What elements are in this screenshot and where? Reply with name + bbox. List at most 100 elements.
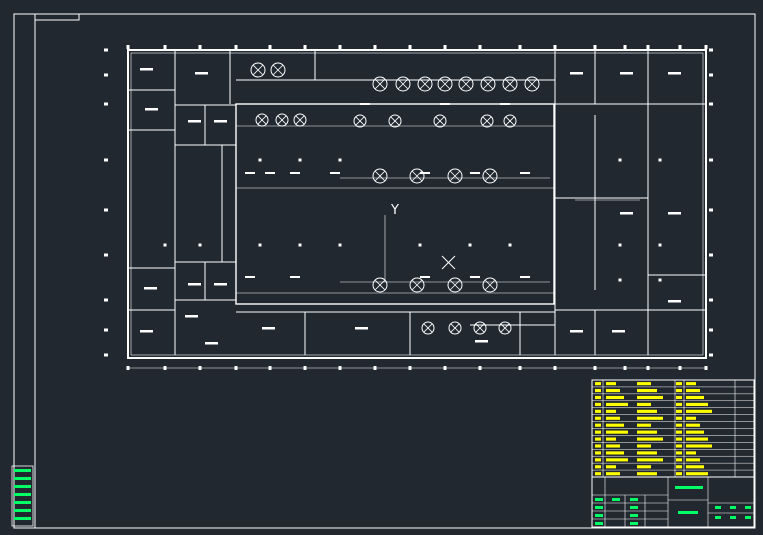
legend-code-cell (606, 389, 620, 393)
tank-symbol (372, 168, 388, 184)
legend-spec-cell (686, 444, 712, 448)
column-marker (443, 366, 447, 370)
cross-marker (441, 255, 456, 270)
column-marker (623, 366, 627, 370)
legend-code-cell (606, 423, 624, 427)
row-marker (104, 73, 108, 77)
tank-symbol (502, 76, 518, 92)
legend-qty-cell (676, 437, 682, 441)
svg-text:Y: Y (390, 203, 399, 218)
column-marker (593, 45, 597, 49)
legend-spec-cell (686, 458, 700, 462)
legend-index-cell (595, 451, 601, 455)
room-label (144, 287, 157, 290)
room-label (185, 315, 198, 318)
tank-symbol (480, 76, 496, 92)
column-marker (268, 45, 272, 49)
room-label (668, 212, 681, 215)
equipment-label (290, 276, 300, 278)
building-plan (127, 49, 707, 369)
column-marker (443, 45, 447, 49)
column-marker (646, 366, 650, 370)
column-marker (518, 366, 522, 370)
legend-spec-cell (686, 395, 704, 400)
column-marker (658, 278, 662, 282)
room-label (140, 68, 153, 71)
legend-name-cell (637, 382, 651, 386)
room-label (620, 212, 633, 215)
equipment-label (500, 103, 510, 105)
legend-spec-cell (686, 382, 696, 386)
legend-code-cell (606, 458, 628, 462)
legend-index-cell (595, 430, 601, 434)
column-marker (618, 243, 622, 247)
column-marker (408, 366, 412, 370)
column-marker (338, 243, 342, 247)
room-label (214, 283, 227, 286)
room-labels (140, 68, 681, 345)
column-marker (198, 243, 202, 247)
legend-spec-cell (686, 416, 696, 420)
tank-symbol (482, 168, 498, 184)
equipment-label (440, 103, 450, 105)
legend-code-cell (606, 416, 620, 420)
legend-name-cell (637, 444, 651, 448)
legend-index-cell (595, 402, 601, 406)
column-marker (163, 243, 167, 247)
row-marker (709, 353, 713, 357)
equipment-label (420, 172, 430, 174)
legend-index-cell (595, 389, 601, 393)
legend-name-cell (637, 458, 663, 462)
legend-name-cell (637, 437, 663, 441)
row-marker (104, 253, 108, 257)
column-marker (163, 45, 167, 49)
legend-index-cell (595, 395, 601, 400)
equipment-label (360, 103, 370, 105)
legend-index-cell (595, 465, 601, 469)
legend-code-cell (606, 402, 628, 406)
room-label (188, 120, 201, 123)
column-marker (468, 243, 472, 247)
row-marker (104, 298, 108, 302)
tank-symbol (458, 76, 474, 92)
tank-symbol (388, 114, 402, 128)
legend-spec-cell (686, 437, 708, 441)
column-marker (268, 366, 272, 370)
title-block (591, 476, 755, 528)
legend-qty-cell (676, 402, 682, 406)
room-label (214, 120, 227, 123)
legend-code-cell (606, 382, 616, 386)
room-label (188, 283, 201, 286)
legend-spec-cell (686, 451, 696, 455)
row-marker (709, 298, 713, 302)
legend-name-cell (637, 423, 651, 427)
legend-name-cell (637, 451, 657, 455)
legend-index-cell (595, 416, 601, 420)
tank-symbol (503, 114, 517, 128)
legend-qty-cell (676, 430, 682, 434)
tank-symbol (433, 114, 447, 128)
tank-symbol (255, 113, 269, 127)
column-marker (508, 243, 512, 247)
equipment-label (290, 172, 300, 174)
legend-index-cell (595, 472, 601, 476)
tank-symbol (482, 277, 498, 293)
column-marker (298, 243, 302, 247)
column-marker (478, 366, 482, 370)
row-marker (709, 328, 713, 332)
legend-index-cell (595, 382, 601, 386)
legend-qty-cell (676, 409, 682, 413)
column-marker (258, 243, 262, 247)
room-label (570, 330, 583, 333)
legend-spec-cell (686, 465, 704, 469)
legend-qty-cell (676, 472, 682, 476)
column-marker (298, 158, 302, 162)
room-label (355, 327, 368, 330)
room-label (140, 330, 153, 333)
row-marker (104, 328, 108, 332)
tank-symbol (395, 76, 411, 92)
tank-symbol (421, 321, 435, 335)
legend-qty-cell (676, 465, 682, 469)
